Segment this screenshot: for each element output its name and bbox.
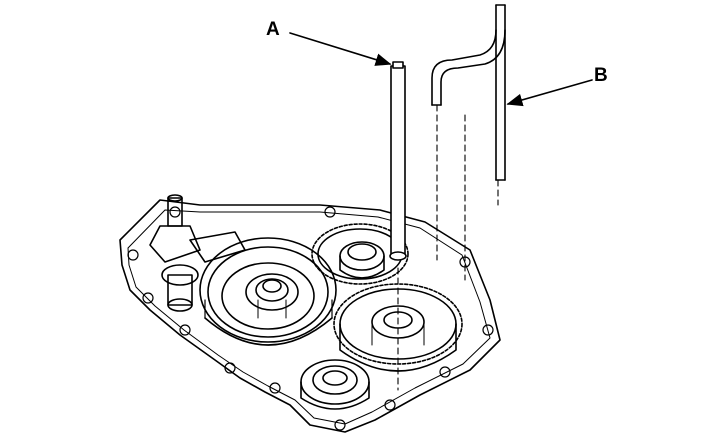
housing-flange: [127, 209, 491, 425]
callout-b: B: [594, 65, 608, 86]
alignment-lines: [397, 104, 499, 391]
callout-a: A: [266, 19, 280, 40]
clutch-drum: [199, 237, 337, 346]
housing-outline: [119, 199, 501, 433]
leader-arrow-b: [506, 79, 593, 107]
bottom-bearing: [300, 359, 370, 410]
leader-arrow-a: [289, 32, 392, 66]
housing-bolt-bosses: [127, 206, 494, 431]
pipe-a: [389, 61, 407, 261]
pipe-b: [431, 4, 506, 181]
